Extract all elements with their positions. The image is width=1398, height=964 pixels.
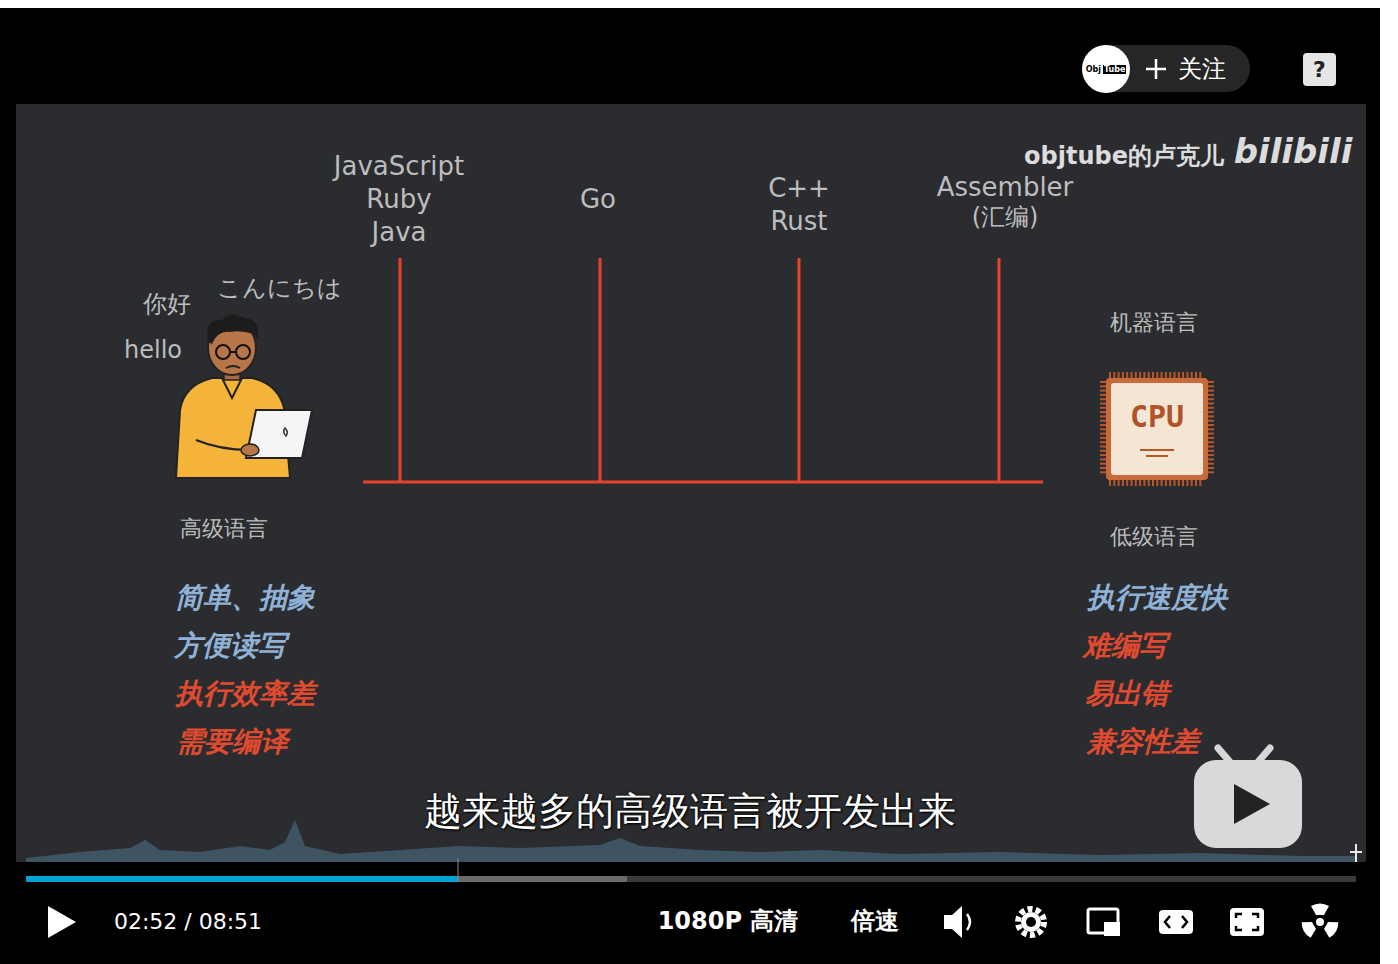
greeting-text-wrap: hello [124, 337, 182, 365]
language-name: JavaScript [334, 151, 464, 181]
category-heading-wrap: 低级语言 [1110, 524, 1198, 549]
category-heading-wrap: 机器语言 [1110, 310, 1198, 335]
speed-button-wrap: 倍速 [851, 908, 899, 936]
con-item: 需要编译 [176, 725, 288, 758]
language-name: Ruby [366, 184, 431, 214]
site-logo: bilibili [1234, 131, 1353, 171]
speed-button: 倍速 [851, 907, 899, 935]
help-icon-text: ? [1313, 57, 1326, 82]
channel-watermark-wrap: objtube的卢克儿 [1024, 143, 1224, 171]
language-name-wrap: JavaScript [334, 152, 464, 182]
language-note-wrap: (汇编) [972, 204, 1039, 232]
subtitle-text: 越来越多的高级语言被开发出来 [424, 789, 956, 833]
help-button: ? [1303, 53, 1336, 86]
category-heading-wrap: 高级语言 [180, 516, 268, 541]
category-heading: 高级语言 [180, 516, 268, 541]
follow-label: 关注 [1178, 53, 1226, 85]
con-item-wrap: 易出错 [1085, 678, 1169, 710]
pro-item-wrap: 简单、抽象 [175, 582, 315, 614]
language-name: Rust [770, 206, 827, 236]
language-name: C++ [768, 173, 830, 203]
greeting-text-wrap: こんにちは [217, 275, 342, 303]
language-name-wrap: Rust [770, 207, 827, 237]
site-logo-wrap: bilibili [1234, 132, 1353, 171]
avatar-text: Obj [1086, 65, 1101, 74]
con-item-wrap: 执行效率差 [175, 678, 315, 710]
pro-item: 执行速度快 [1087, 581, 1227, 614]
channel-watermark: objtube的卢克儿 [1024, 142, 1224, 170]
cpu-label: CPU [1130, 399, 1184, 434]
language-name: Java [372, 217, 427, 247]
quality-button-wrap: 1080P 高清 [658, 908, 799, 936]
pro-item-wrap: 执行速度快 [1087, 582, 1227, 614]
pro-item: 方便读写 [174, 629, 286, 662]
con-item-wrap: 需要编译 [176, 726, 288, 758]
quality-button: 1080P 高清 [658, 907, 799, 935]
category-heading: 低级语言 [1110, 524, 1198, 549]
category-heading: 机器语言 [1110, 310, 1198, 335]
greeting-text: hello [124, 336, 182, 364]
plus-icon [1144, 57, 1168, 81]
language-name-wrap: Ruby [366, 185, 431, 215]
con-item: 兼容性差 [1087, 725, 1199, 758]
greeting-text-wrap: 你好 [143, 291, 191, 319]
pro-item: 简单、抽象 [175, 581, 315, 614]
pro-item-wrap: 方便读写 [174, 630, 286, 662]
language-name: Assembler [937, 172, 1074, 202]
follow-button: 关注 ObjTube [1082, 45, 1250, 92]
greeting-text: こんにちは [217, 274, 342, 302]
con-item: 难编写 [1083, 629, 1167, 662]
cpu-chip: CPU [1098, 370, 1216, 488]
time-display-wrap: 02:52 / 08:51 [114, 909, 262, 934]
con-item-wrap: 难编写 [1083, 630, 1167, 662]
time-display: 02:52 / 08:51 [114, 909, 262, 934]
con-item: 易出错 [1085, 677, 1169, 710]
subtitle-text-wrap: 越来越多的高级语言被开发出来 [424, 790, 956, 834]
avatar-text: Tube [1103, 65, 1126, 74]
language-name-wrap: Java [372, 218, 427, 248]
language-name: Go [580, 184, 616, 214]
language-name-wrap: Go [580, 185, 616, 215]
language-name-wrap: C++ [768, 174, 830, 204]
greeting-text: 你好 [143, 290, 191, 318]
channel-avatar: ObjTube [1082, 45, 1130, 93]
language-name-wrap: Assembler [937, 173, 1074, 203]
language-note: (汇编) [972, 203, 1039, 231]
con-item-wrap: 兼容性差 [1087, 726, 1199, 758]
con-item: 执行效率差 [175, 677, 315, 710]
